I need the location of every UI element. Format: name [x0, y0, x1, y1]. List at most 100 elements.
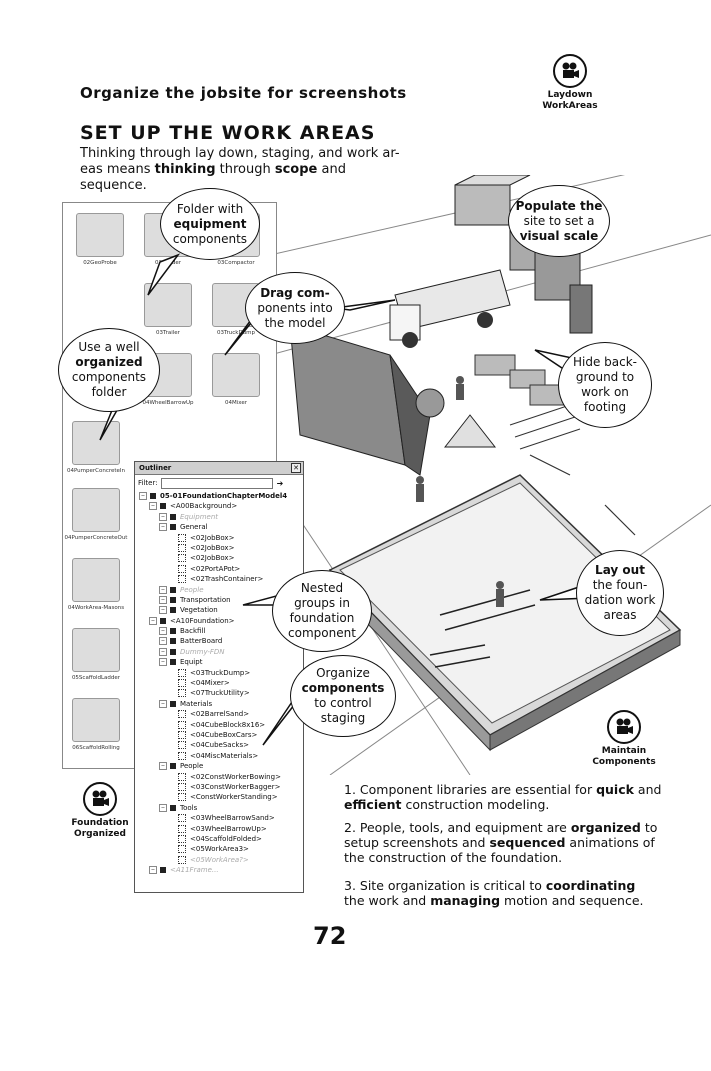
callout-text: staging [320, 711, 366, 725]
outliner-row[interactable]: <04Mixer> [135, 678, 303, 688]
component-icon [178, 793, 186, 802]
expand-toggle-icon[interactable]: − [159, 523, 167, 532]
note-bold: managing [430, 893, 501, 908]
expand-toggle-icon[interactable]: − [159, 606, 167, 615]
expand-toggle-icon[interactable]: − [159, 627, 167, 636]
outliner-row-label: <02ConstWorkerBowing> [190, 772, 281, 781]
library-item[interactable]: 04PumperConcreteOut [63, 488, 129, 550]
expand-toggle-icon[interactable]: − [149, 616, 157, 625]
expand-toggle-icon[interactable]: − [159, 585, 167, 594]
outliner-row[interactable]: −People [135, 585, 303, 595]
library-item[interactable]: 06ScaffoldRolling [63, 698, 129, 760]
outliner-row[interactable]: <02JobBox> [135, 543, 303, 553]
expand-toggle-icon[interactable]: − [159, 658, 167, 667]
outliner-row[interactable]: −<A10Foundation> [135, 616, 303, 626]
filter-input[interactable] [160, 477, 273, 489]
outliner-row[interactable]: <02TrashContainer> [135, 574, 303, 584]
outliner-row[interactable]: −Materials [135, 699, 303, 709]
page-number: 72 [313, 922, 347, 950]
outliner-row[interactable]: <02JobBox> [135, 533, 303, 543]
expand-toggle-icon[interactable]: − [159, 595, 167, 604]
outliner-row[interactable]: <03ConstWorkerBagger> [135, 782, 303, 792]
outliner-row[interactable]: −Vegetation [135, 605, 303, 615]
outliner-row[interactable]: −Equipt [135, 657, 303, 667]
callout-nested: Nested groups in foundation component [272, 570, 372, 652]
callout-text: the foun- [592, 578, 648, 592]
outliner-row[interactable]: <02JobBox> [135, 553, 303, 563]
outliner-row[interactable]: <04CubeBoxCars> [135, 730, 303, 740]
library-item-label: 03Grader [154, 260, 182, 266]
outliner-row[interactable]: <04MiscMaterials> [135, 751, 303, 761]
outliner-row[interactable]: −Dummy-FDN [135, 647, 303, 657]
outliner-row[interactable]: <ConstWorkerStanding> [135, 792, 303, 802]
expand-toggle-icon[interactable]: − [149, 502, 157, 511]
outliner-row-label: <ConstWorkerStanding> [190, 793, 278, 802]
outliner-row[interactable]: −Transportation [135, 595, 303, 605]
library-item[interactable]: 04PumperConcreteIn [63, 421, 129, 483]
tree-spacer [169, 742, 175, 748]
outliner-row[interactable]: −Tools [135, 803, 303, 813]
group-icon [150, 493, 156, 499]
outliner-row[interactable]: −BatterBoard [135, 636, 303, 646]
outliner-row[interactable]: − <A00Background> [135, 501, 303, 511]
outliner-row[interactable]: −Backfill [135, 626, 303, 636]
callout-text: Populate the [515, 198, 603, 213]
outliner-row[interactable]: <04CubeBlock8x16> [135, 720, 303, 730]
outliner-row[interactable]: − <A11Frame... [135, 865, 303, 875]
group-icon [170, 586, 176, 593]
library-item[interactable]: 02GeoProbe [67, 213, 133, 275]
tree-spacer [169, 555, 175, 561]
outliner-row-label: <A11Frame... [170, 866, 219, 875]
component-thumbnail [72, 628, 120, 672]
expand-toggle-icon[interactable]: − [159, 512, 167, 521]
outliner-row[interactable]: <03TruckDump> [135, 668, 303, 678]
intro-text: and sequence. [80, 162, 346, 193]
callout-text-bold: Lay out [595, 563, 645, 577]
expand-toggle-icon[interactable]: − [159, 699, 167, 708]
outliner-row-label: <02JobBox> [190, 554, 235, 563]
outliner-row[interactable]: <03WheelBarrowSand> [135, 813, 303, 823]
component-icon [178, 730, 186, 739]
outliner-row[interactable]: −General [135, 522, 303, 532]
outliner-row[interactable]: <02PortAPot> [135, 564, 303, 574]
note-bold: organized [570, 820, 641, 835]
outliner-row-label: <A00Background> [170, 502, 238, 511]
outliner-row-label: <05WorkArea3> [190, 845, 249, 854]
callout-text: Drag com- [260, 285, 330, 300]
library-item[interactable]: 04WorkArea-Masons [63, 558, 129, 620]
outliner-row[interactable]: <05WorkArea?> [135, 855, 303, 865]
filter-options-icon[interactable]: ➔ [276, 478, 284, 488]
expand-toggle-icon[interactable]: − [159, 762, 167, 771]
callout-text: Use a well [78, 340, 140, 354]
note-3: 3. Site organization is critical to coor… [344, 878, 674, 908]
expand-toggle-icon[interactable]: − [149, 866, 157, 875]
intro-paragraph: Thinking through lay down, staging, and … [80, 146, 400, 194]
maintain-label: Maintain Components [592, 746, 656, 767]
expand-toggle-icon[interactable]: − [159, 647, 167, 656]
outliner-row[interactable]: −Equipment [135, 512, 303, 522]
outliner-tree: −05-01FoundationChapterModel4−<A00Backgr… [135, 491, 303, 875]
callout-text: Folder with [176, 201, 244, 216]
library-item[interactable]: 04Mixer [203, 353, 269, 415]
outliner-row[interactable]: <03WheelBarrowUp> [135, 824, 303, 834]
outliner-row[interactable]: −People [135, 761, 303, 771]
outliner-row[interactable]: <02BarrelSand> [135, 709, 303, 719]
library-item-label: 04Mixer [224, 400, 247, 406]
expand-toggle-icon[interactable]: − [139, 492, 147, 500]
intro-bold: scope [274, 162, 318, 177]
expand-toggle-icon[interactable]: − [159, 637, 167, 646]
outliner-row[interactable]: <07TruckUtility> [135, 688, 303, 698]
outliner-row[interactable]: <04CubeSacks> [135, 740, 303, 750]
outliner-row[interactable]: <02ConstWorkerBowing> [135, 772, 303, 782]
component-icon [178, 741, 186, 750]
callout-text: areas [603, 608, 637, 622]
close-icon[interactable]: ✕ [291, 463, 301, 473]
group-icon [170, 763, 176, 770]
outliner-row[interactable]: −05-01FoundationChapterModel4 [135, 491, 303, 501]
outliner-row[interactable]: <04ScaffoldFolded> [135, 834, 303, 844]
tree-spacer [169, 846, 175, 852]
library-item[interactable]: 03Trailer [135, 283, 201, 345]
library-item[interactable]: 05ScaffoldLadder [63, 628, 129, 690]
outliner-row[interactable]: <05WorkArea3> [135, 844, 303, 854]
expand-toggle-icon[interactable]: − [159, 803, 167, 812]
